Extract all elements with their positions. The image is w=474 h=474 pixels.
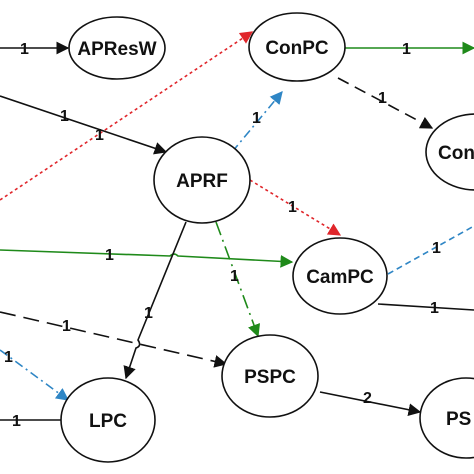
edge-to-aprf: 1 (0, 95, 168, 155)
edge-label: 1 (60, 108, 69, 125)
edge-label: 1 (288, 199, 297, 216)
node-con[interactable]: Con (425, 113, 474, 191)
node-apresw[interactable]: APResW (68, 16, 166, 80)
edge-to-apresw: 1 (0, 41, 70, 58)
node-label: PSPC (244, 367, 296, 388)
edge-label: 1 (12, 413, 21, 430)
edge-to-lpc: 1 (0, 413, 62, 430)
edge-aprf-lpc: 1 (123, 221, 187, 380)
node-label: ConPC (265, 38, 329, 59)
node-label: APResW (77, 39, 156, 60)
edge-to-lpc-blue: 1 (0, 349, 70, 401)
node-label: CamPC (306, 267, 374, 288)
edge-label: 1 (252, 110, 261, 127)
edge-label: 1 (95, 127, 104, 144)
edge-conpc-out: 1 (345, 41, 474, 58)
edge-aprf-campc: 1 (249, 179, 342, 236)
edge-label: 1 (144, 305, 153, 322)
edge-to-pspc: 1 (0, 311, 228, 368)
edge-label: 1 (378, 90, 387, 107)
node-campc[interactable]: CamPC (292, 237, 388, 315)
node-pspc[interactable]: PSPC (221, 334, 319, 418)
nodes: APResW ConPC Con APRF CamPC PSPC LPC (60, 12, 474, 463)
edge-label: 1 (62, 318, 71, 335)
edge-aprf-pspc: 1 (215, 221, 261, 338)
edge-label: 2 (363, 390, 372, 407)
edge-to-conpc-red: 1 (0, 31, 254, 201)
node-aprf[interactable]: APRF (153, 136, 251, 224)
node-label: LPC (89, 411, 127, 432)
edge-label: 1 (4, 349, 13, 366)
node-label: APRF (176, 171, 228, 192)
edge-conpc-con: 1 (337, 77, 434, 129)
edge-to-campc-green: 1 (0, 247, 294, 268)
edge-label: 1 (430, 300, 439, 317)
edge-label: 1 (20, 41, 29, 58)
node-label: PS (446, 409, 471, 430)
node-ps[interactable]: PS (419, 377, 474, 459)
edge-campc-out-black: 1 (377, 300, 474, 317)
edge-label: 1 (230, 268, 239, 285)
edge-label: 1 (105, 247, 114, 264)
edge-label: 1 (432, 240, 441, 257)
node-label: Con (438, 143, 474, 164)
edge-campc-out-blue: 1 (387, 225, 474, 275)
edge-pspc-ps: 2 (319, 390, 422, 417)
edges: 1 1 1 1 1 1 1 (0, 31, 474, 430)
node-lpc[interactable]: LPC (60, 377, 156, 463)
edge-label: 1 (402, 41, 411, 58)
edge-aprf-conpc: 1 (231, 91, 283, 153)
node-conpc[interactable]: ConPC (248, 12, 346, 82)
